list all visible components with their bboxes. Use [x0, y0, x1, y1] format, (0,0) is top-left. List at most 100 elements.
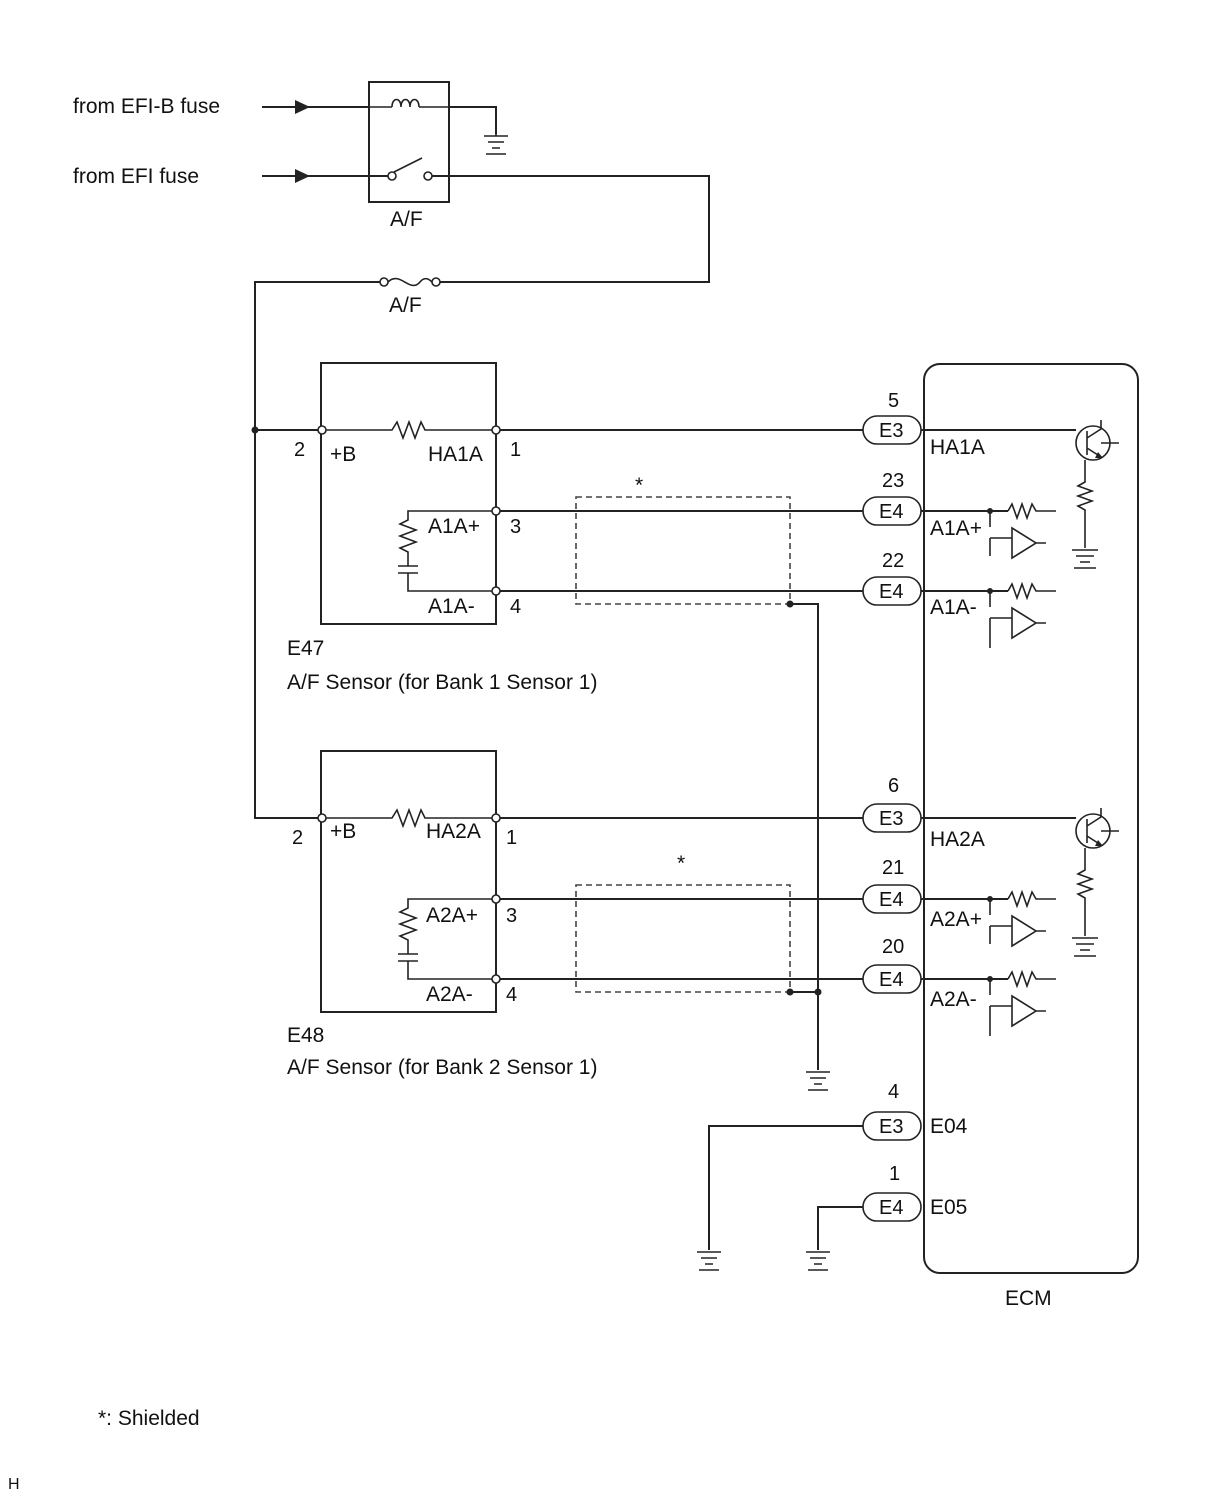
sensor1-pin-minus	[491, 586, 501, 596]
terminal-signal: HA1A	[930, 436, 985, 459]
transistor-icon	[1072, 808, 1119, 957]
terminal-signal: A1A+	[930, 517, 982, 540]
sensor2-pin-heater	[491, 813, 501, 823]
sensor2-pin-plus	[491, 894, 501, 904]
amplifier-icon	[987, 581, 1056, 648]
sensor1-pin-b-number: 2	[294, 439, 305, 461]
shield-1	[575, 496, 791, 605]
source-efi-label: from EFI fuse	[73, 165, 199, 188]
junction-dot	[251, 426, 259, 434]
wire-e05	[817, 1206, 864, 1250]
sensor1-pin-plus-number: 3	[510, 516, 521, 538]
terminal-pin-number: 1	[889, 1163, 900, 1185]
shield-drain-wire	[790, 603, 819, 1070]
coil-ground-wire	[449, 106, 497, 134]
terminal-signal: HA2A	[930, 828, 985, 851]
connector-id: E3	[879, 808, 903, 830]
sensor2: 2 +B HA2A 1 A2A+ 3 A2A- 4 E48 A/F Sensor…	[287, 750, 597, 1079]
sensor2-label-heater: HA2A	[426, 820, 481, 843]
sensor2-pin-b-number: 2	[292, 827, 303, 849]
relay-contact	[387, 171, 397, 181]
connector-pill	[862, 1111, 922, 1141]
connector-id: E4	[879, 969, 903, 991]
source-efib-label: from EFI-B fuse	[73, 95, 220, 118]
ecm-terminal-21: 21 E4 A2A+	[862, 857, 982, 931]
ecm-terminal-4: 4 E3 E04	[862, 1081, 968, 1141]
fuse-terminal	[431, 277, 441, 287]
corner-mark: H	[8, 1476, 20, 1493]
terminal-signal: A1A-	[930, 596, 977, 619]
sensor2-description: A/F Sensor (for Bank 2 Sensor 1)	[287, 1056, 597, 1079]
terminal-signal: E05	[930, 1196, 967, 1219]
fuse-label: A/F	[389, 294, 422, 317]
junction-dot	[814, 988, 822, 996]
sensor1-label-minus: A1A-	[428, 595, 475, 618]
relay-output-wire	[432, 175, 710, 283]
connector-id: E3	[879, 1116, 903, 1138]
sensor1-element-icon	[397, 510, 494, 592]
sensor1-box	[320, 362, 497, 625]
terminal-pin-number: 20	[882, 936, 904, 958]
sensor2-element-icon	[397, 898, 494, 980]
fuse-terminal	[379, 277, 389, 287]
relay-coil-icon	[370, 98, 449, 108]
ground-icon	[697, 1251, 721, 1271]
sensor1-label-b: +B	[330, 443, 356, 466]
sensor2-pin-minus-number: 4	[506, 984, 517, 1006]
sensor2-box	[320, 750, 497, 1013]
relay-contact	[423, 171, 433, 181]
relay-section: from EFI-B fuse from EFI fuse A/F A/F	[73, 81, 710, 819]
ecm: ECM 5 E3 HA1A 23 E4 A1A+ 22 E4 A1A- 6 E3…	[862, 363, 1139, 1310]
junction-dot	[786, 988, 794, 996]
connector-id: E4	[879, 889, 903, 911]
relay-switch-icon	[393, 157, 423, 173]
efi-arrow-icon	[295, 169, 310, 183]
sensor1-pin-b	[317, 425, 327, 435]
ecm-label: ECM	[1005, 1287, 1052, 1310]
fuse-icon	[387, 277, 433, 287]
terminal-pin-number: 4	[888, 1081, 899, 1103]
sensor1: 2 +B HA1A 1 A1A+ 3 A1A- 4 E47 A/F Sensor…	[287, 362, 597, 694]
efib-arrow-icon	[295, 100, 310, 114]
terminal-pin-number: 21	[882, 857, 904, 879]
connector-id: E4	[879, 1197, 903, 1219]
ecm-terminal-20: 20 E4 A2A-	[862, 936, 977, 1011]
shield-2-mark: *	[677, 852, 685, 875]
sensor2-pin-minus	[491, 974, 501, 984]
connector-id: E3	[879, 420, 903, 442]
wire-e04	[708, 1125, 864, 1250]
terminal-pin-number: 6	[888, 775, 899, 797]
transistor-icon	[1072, 420, 1119, 569]
sensor2-label-b: +B	[330, 820, 356, 843]
shield-1-mark: *	[635, 474, 643, 497]
sensor1-label-heater: HA1A	[428, 443, 483, 466]
sensor2-pin-plus-number: 3	[506, 905, 517, 927]
relay-box	[368, 81, 450, 203]
amplifier-icon	[987, 969, 1056, 1036]
ground-icon	[484, 134, 508, 155]
sensor2-pin-b	[317, 813, 327, 823]
terminal-pin-number: 23	[882, 470, 904, 492]
power-bus-wire	[254, 281, 380, 819]
sensor2-heater-icon	[322, 807, 494, 829]
sensor1-pin-plus	[491, 506, 501, 516]
sensor1-pin-minus-number: 4	[510, 596, 521, 618]
relay-label: A/F	[390, 208, 423, 231]
footnote-shielded: *: Shielded	[98, 1407, 200, 1430]
ecm-terminal-23: 23 E4 A1A+	[862, 470, 982, 540]
terminal-pin-number: 22	[882, 550, 904, 572]
sensor2-label-plus: A2A+	[426, 904, 478, 927]
sensor1-code: E47	[287, 637, 324, 660]
sensor1-heater-icon	[322, 419, 494, 441]
ground-icon	[806, 1251, 830, 1271]
shield-2	[575, 884, 791, 993]
sensor2-pin-heater-number: 1	[506, 827, 517, 849]
ecm-terminal-1: 1 E4 E05	[862, 1163, 967, 1222]
ecm-terminal-22: 22 E4 A1A-	[862, 550, 977, 619]
sensor2-code: E48	[287, 1024, 324, 1047]
sensor1-label-plus: A1A+	[428, 515, 480, 538]
sensor2-label-minus: A2A-	[426, 983, 473, 1006]
junction-dot	[786, 600, 794, 608]
ecm-terminal-6: 6 E3 HA2A	[862, 775, 985, 851]
